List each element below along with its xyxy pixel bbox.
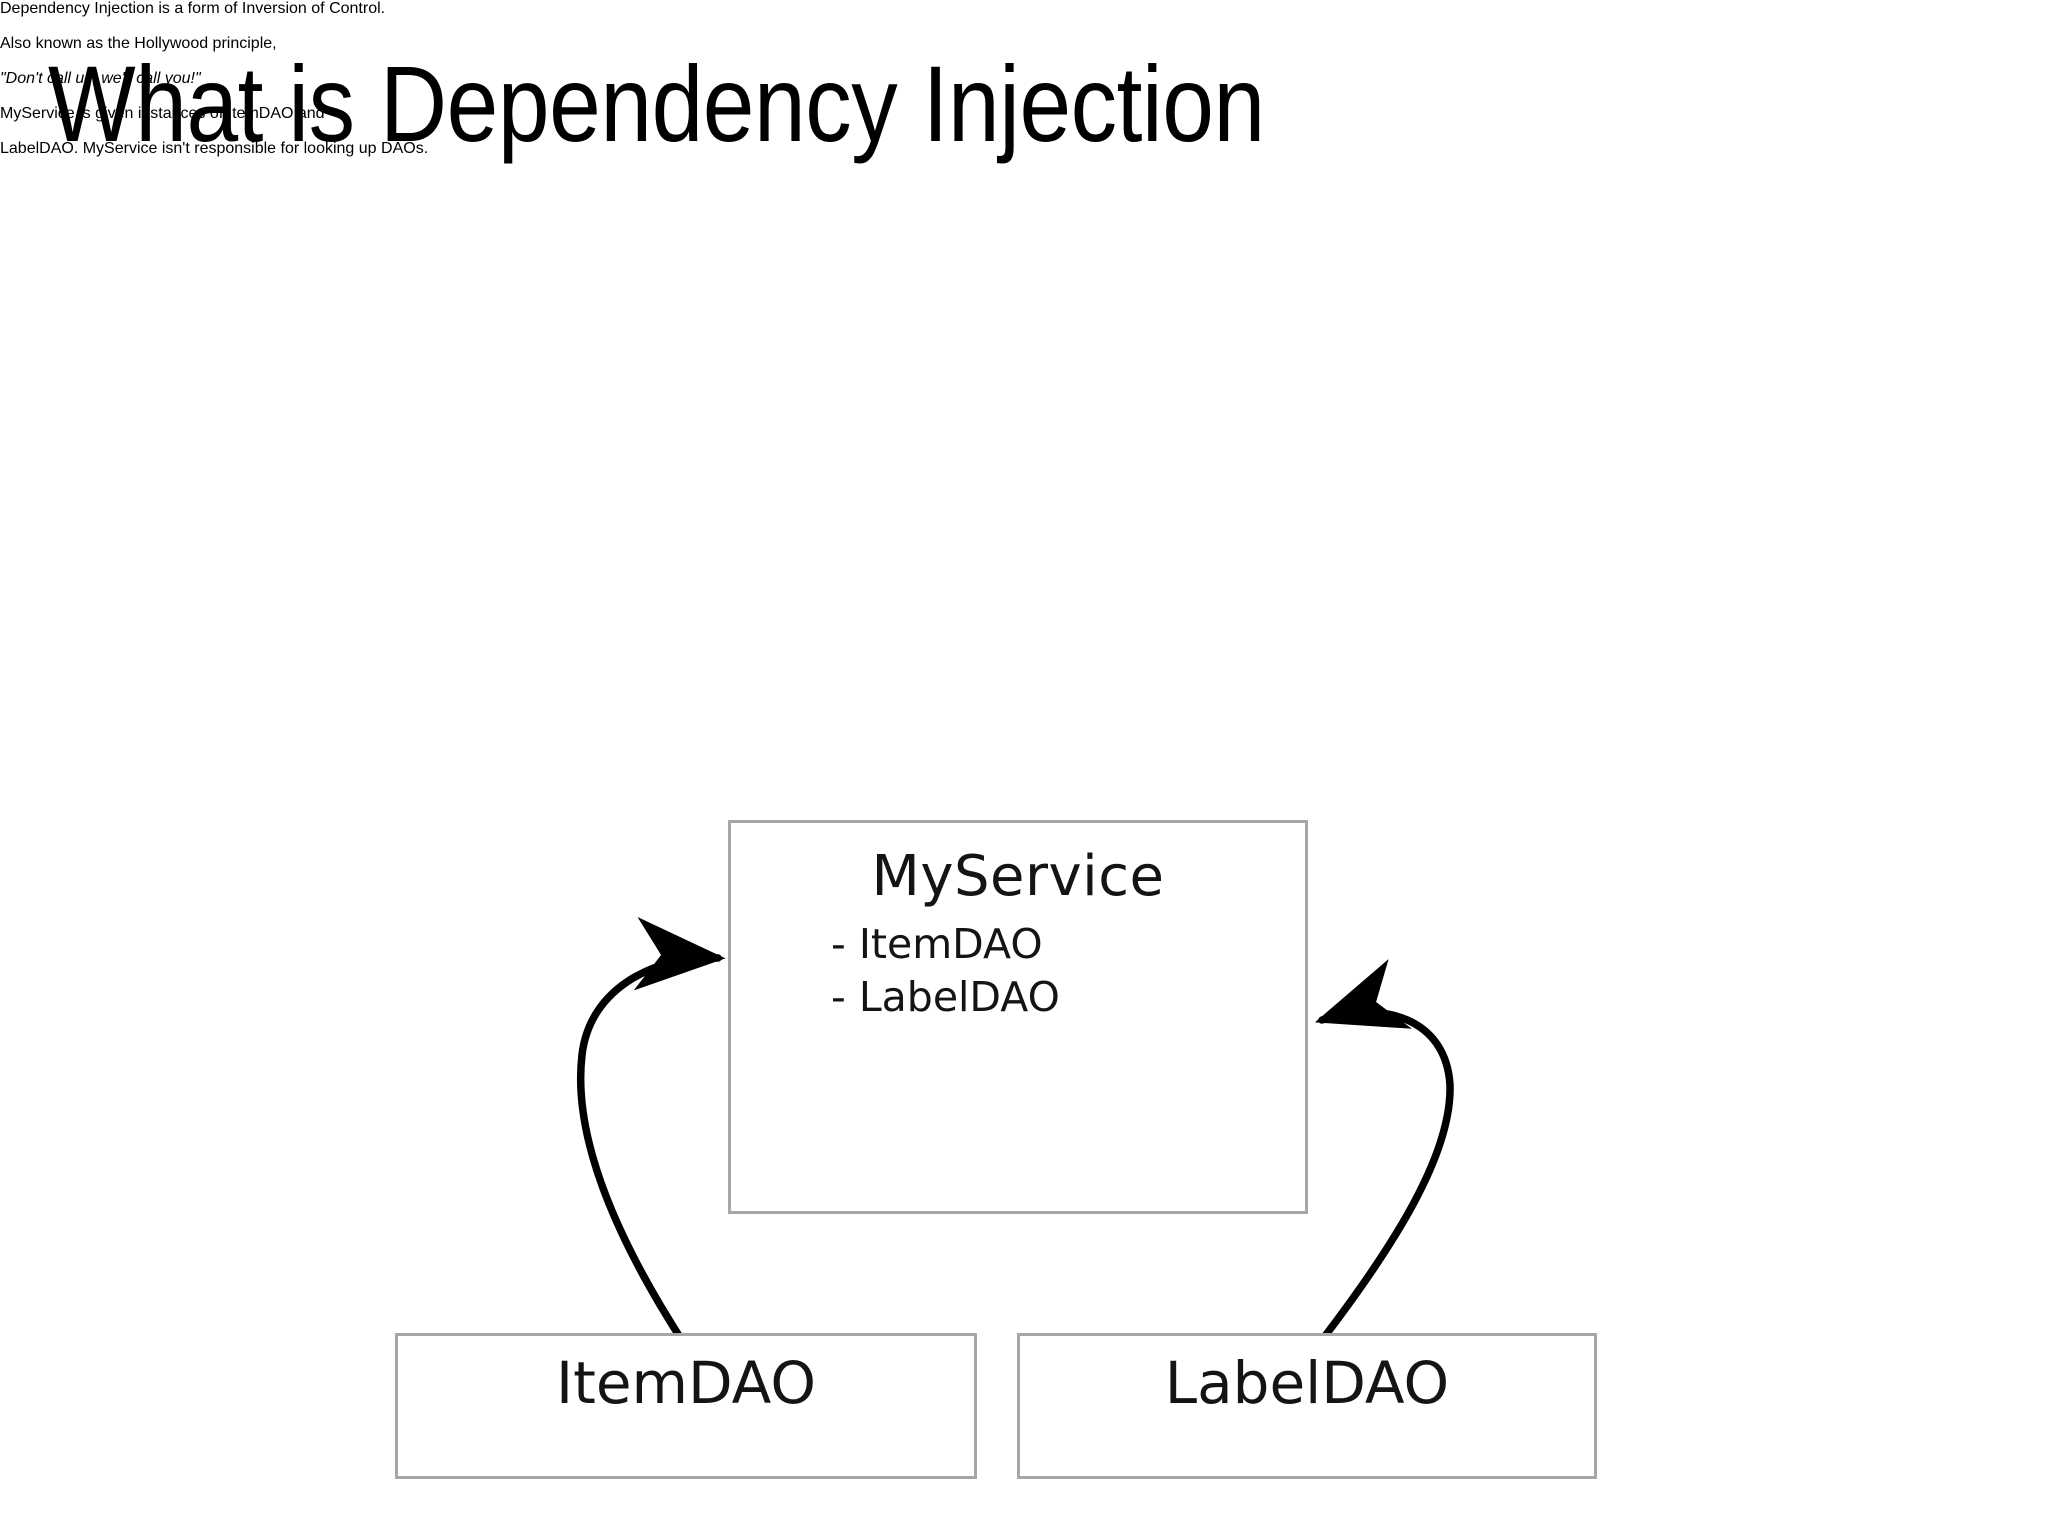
- node-title-myservice: MyService: [871, 844, 1165, 909]
- node-attribute-itemdao: - ItemDAO: [831, 919, 1043, 968]
- body-paragraph-2: MyService is given instances of ItemDAO …: [0, 105, 2048, 158]
- body-line-2: Also known as the Hollywood principle,: [0, 35, 277, 52]
- diagram-node-labeldao: LabelDAO: [1017, 1333, 1597, 1479]
- node-attributes-myservice: - ItemDAO - LabelDAO: [731, 918, 1305, 1025]
- body-line-5: LabelDAO. MyService isn't responsible fo…: [0, 140, 429, 157]
- body-line-4: MyService is given instances of ItemDAO …: [0, 105, 325, 122]
- body-line-3-quote: "Don't call us, we'll call you!": [0, 70, 201, 87]
- diagram-node-myservice: MyService - ItemDAO - LabelDAO: [728, 820, 1308, 1214]
- body-paragraph-1: Dependency Injection is a form of Invers…: [0, 0, 2048, 88]
- edge-labeldao-to-myservice: [1314, 959, 1454, 1340]
- body-line-1: Dependency Injection is a form of Invers…: [0, 0, 386, 17]
- node-title-itemdao: ItemDAO: [556, 1349, 816, 1417]
- node-title-labeldao: LabelDAO: [1164, 1349, 1450, 1417]
- diagram-node-itemdao: ItemDAO: [395, 1333, 977, 1479]
- edge-itemdao-to-myservice: [577, 917, 726, 1349]
- page-title: What is Dependency Injection: [48, 43, 1265, 164]
- node-attribute-labeldao: - LabelDAO: [831, 973, 1060, 1022]
